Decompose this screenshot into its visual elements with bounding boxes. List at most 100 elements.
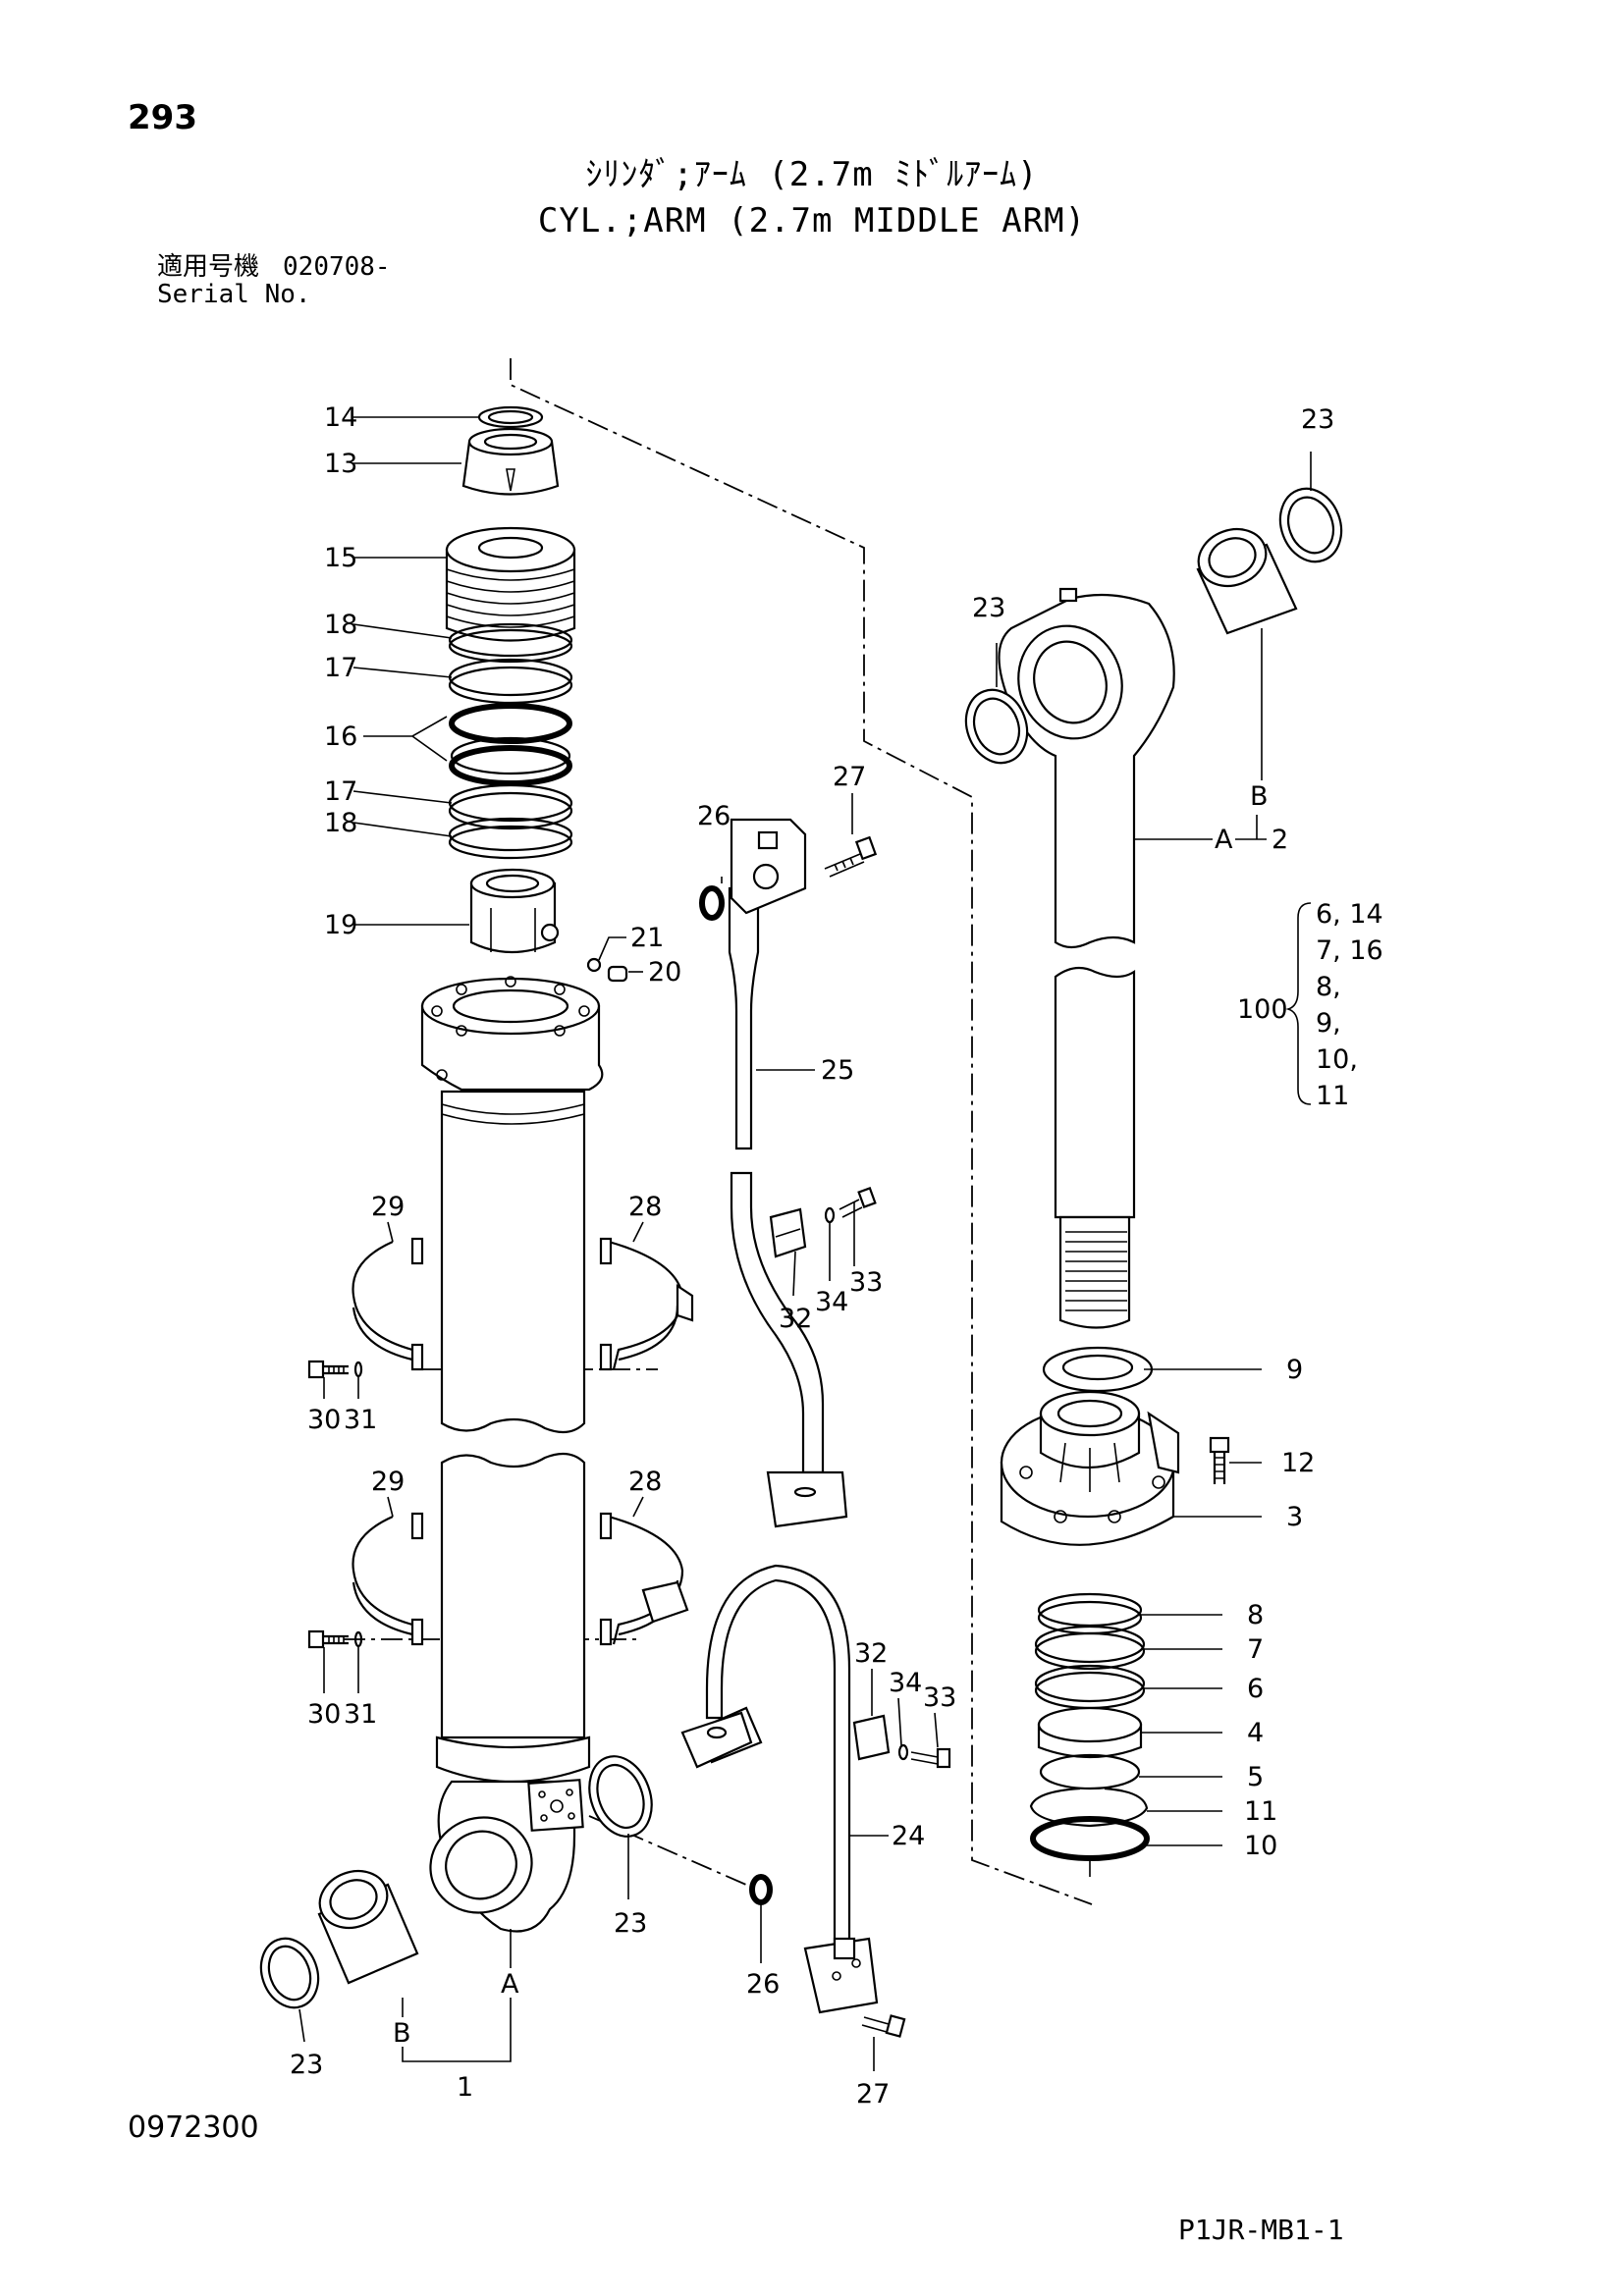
callout-33: 33 — [923, 1682, 956, 1713]
kit-item: 8, — [1316, 972, 1341, 1002]
callout-23: 23 — [290, 2050, 323, 2080]
callout-A: A — [1215, 825, 1233, 855]
callout-31: 31 — [344, 1699, 377, 1730]
ring-11 — [1029, 1787, 1149, 1828]
callout-B: B — [393, 2018, 411, 2049]
callout-2: 2 — [1272, 825, 1288, 855]
callout-21: 21 — [630, 923, 664, 953]
cylinder-head-3 — [1000, 1390, 1180, 1546]
callout-13: 13 — [324, 449, 357, 479]
ring-17-upper — [448, 658, 573, 705]
callout-31: 31 — [344, 1405, 377, 1435]
callout-30: 30 — [307, 1405, 341, 1435]
piston-15 — [445, 526, 576, 642]
callout-14: 14 — [324, 402, 357, 433]
callout-26: 26 — [746, 1969, 780, 2000]
callout-3: 3 — [1286, 1502, 1303, 1532]
callout-A: A — [501, 1969, 519, 2000]
bolt-33-lower — [910, 1747, 951, 1769]
callout-23: 23 — [1301, 404, 1334, 435]
callout-28: 28 — [628, 1192, 662, 1222]
callout-1: 1 — [457, 2072, 473, 2103]
kit-number-100: 100 — [1237, 994, 1288, 1025]
bushing-lower-left — [317, 1869, 419, 1985]
ring-18-upper — [448, 622, 573, 664]
band-28-upper — [599, 1237, 694, 1371]
callout-labels: 14 13 15 18 17 16 17 18 19 21 20 26 27 2… — [290, 402, 1383, 2109]
callout-12: 12 — [1281, 1448, 1315, 1478]
bolt-27-upper — [824, 835, 878, 878]
callout-19: 19 — [324, 910, 357, 940]
cylinder-tube — [420, 976, 604, 1933]
callout-9: 9 — [1286, 1355, 1303, 1385]
callout-18: 18 — [324, 610, 357, 640]
bushing-upper-right — [1196, 527, 1298, 635]
bolt-12 — [1209, 1436, 1230, 1484]
seal-ring-23-upper-right — [1278, 487, 1343, 563]
callout-28: 28 — [628, 1467, 662, 1497]
kit-item: 7, 16 — [1316, 935, 1383, 966]
callout-B: B — [1250, 781, 1269, 812]
clamp-32-upper — [769, 1207, 807, 1258]
callout-27: 27 — [833, 762, 866, 792]
callout-17: 17 — [324, 653, 357, 683]
callout-11: 11 — [1244, 1796, 1277, 1827]
figure-code: P1JR-MB1-1 — [1178, 2214, 1344, 2246]
bushing-13 — [461, 427, 560, 496]
callout-26: 26 — [697, 801, 731, 831]
piston-rod — [998, 587, 1175, 1329]
callout-34: 34 — [889, 1668, 922, 1698]
callout-15: 15 — [324, 543, 357, 573]
leader-lines — [298, 416, 1312, 2071]
callout-29: 29 — [371, 1467, 405, 1497]
seal-ring-23-lower-left — [259, 1937, 320, 2009]
callout-10: 10 — [1244, 1831, 1277, 1861]
serial-label-en: Serial No. — [157, 280, 311, 309]
kit-item: 6, 14 — [1316, 899, 1383, 930]
bolt-33-upper — [839, 1187, 877, 1218]
nut-19 — [469, 868, 560, 954]
seal-ring-23-side — [588, 1755, 653, 1838]
band-28-lower — [599, 1512, 689, 1646]
callout-16: 16 — [324, 721, 357, 752]
band-29-upper — [352, 1237, 424, 1371]
callout-32: 32 — [854, 1638, 888, 1669]
seal-4 — [1037, 1706, 1143, 1759]
callout-25: 25 — [821, 1055, 854, 1086]
o-ring-26-upper — [699, 885, 725, 921]
clamp-32-lower — [852, 1714, 891, 1761]
serial-block: 適用号機 020708- Serial No. — [157, 253, 391, 308]
pipe-24 — [680, 1564, 879, 2014]
washer-34-lower — [897, 1743, 909, 1761]
callout-8: 8 — [1247, 1600, 1264, 1630]
assembly-line — [510, 358, 1093, 1905]
callout-17: 17 — [324, 776, 357, 807]
kit-item: 9, — [1316, 1008, 1341, 1039]
set-screw-20 — [607, 965, 628, 983]
pipe-25 — [728, 886, 848, 1528]
seal-7 — [1034, 1625, 1146, 1671]
callout-29: 29 — [371, 1192, 405, 1222]
ring-9 — [1042, 1346, 1154, 1393]
document-number: 0972300 — [128, 2110, 259, 2145]
ring-17-lower — [448, 783, 573, 830]
title-japanese: ｼﾘﾝﾀﾞ;ｱｰﾑ (2.7m ﾐﾄﾞﾙｱｰﾑ) — [585, 155, 1039, 194]
band-29-lower — [352, 1512, 424, 1646]
seal-5 — [1039, 1753, 1141, 1790]
callout-6: 6 — [1247, 1674, 1264, 1704]
callout-30: 30 — [307, 1699, 341, 1730]
page-number: 293 — [128, 98, 197, 137]
washer-31-upper — [353, 1361, 363, 1378]
bolt-30-upper — [307, 1360, 349, 1379]
kit-item: 11 — [1316, 1081, 1349, 1111]
kit-brace — [1285, 902, 1312, 1105]
callout-27: 27 — [856, 2079, 890, 2109]
o-ring-26-lower — [749, 1874, 773, 1905]
ring-18-lower — [448, 817, 573, 860]
title-english: CYL.;ARM (2.7m MIDDLE ARM) — [537, 201, 1087, 240]
serial-label-jp: 適用号機 — [157, 252, 260, 282]
callout-32: 32 — [779, 1304, 812, 1334]
callout-33: 33 — [849, 1267, 883, 1298]
ball-21 — [586, 957, 602, 973]
